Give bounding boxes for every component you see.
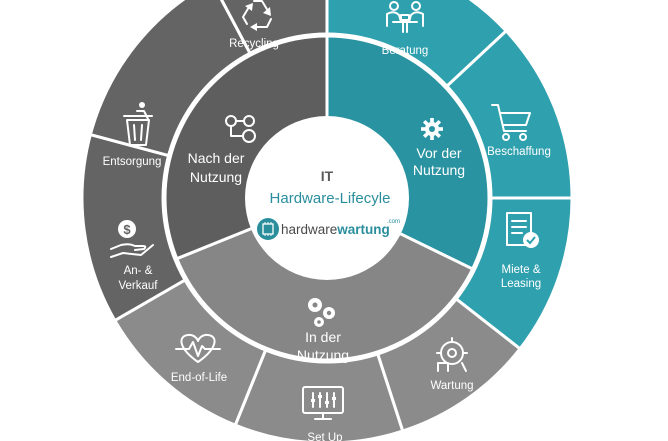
gear-icon bbox=[421, 118, 443, 140]
process-gears-icon bbox=[225, 115, 256, 143]
stage-miete-line1: Miete & bbox=[502, 264, 541, 276]
phase-in-line1: In der bbox=[305, 329, 341, 345]
stage-recycling-label: Recycling bbox=[229, 38, 279, 50]
stage-beschaffung-label: Beschaffung bbox=[487, 146, 551, 158]
logo-text-a: hardware bbox=[281, 222, 337, 237]
phase-nach-line1: Nach der bbox=[188, 150, 245, 166]
meeting-icon bbox=[386, 1, 424, 33]
maintenance-icon bbox=[436, 337, 468, 372]
trash-icon bbox=[123, 102, 153, 146]
stage-miete-line2: Leasing bbox=[501, 278, 541, 290]
phase-vor-line2: Nutzung bbox=[413, 162, 465, 178]
svg-text:$: $ bbox=[123, 222, 131, 237]
stage-wartung-label: Wartung bbox=[430, 380, 473, 392]
center-disc bbox=[245, 116, 409, 280]
stage-setup-label: Set Up bbox=[307, 432, 342, 441]
shopping-cart-icon bbox=[491, 104, 531, 141]
svg-text:hardwarewartung: hardwarewartung bbox=[281, 222, 390, 237]
stage-beratung-label: Beratung bbox=[382, 45, 429, 57]
stage-endoflife-label: End-of-Life bbox=[171, 372, 227, 384]
inner-ring bbox=[161, 32, 493, 364]
ring-divider bbox=[161, 32, 493, 364]
heartbeat-icon bbox=[175, 333, 221, 363]
logo-chip-icon bbox=[257, 218, 279, 240]
contract-icon bbox=[506, 212, 539, 248]
logo-text-b: wartung bbox=[336, 222, 390, 237]
logo-suffix: .com bbox=[387, 219, 400, 225]
monitor-settings-icon bbox=[302, 386, 344, 420]
phase-vor-line1: Vor der bbox=[416, 145, 461, 161]
stage-entsorgung-label: Entsorgung bbox=[103, 156, 162, 168]
hardwarewartung-logo: hardwarewartung .com bbox=[257, 218, 400, 240]
gears-icon bbox=[308, 298, 335, 327]
phase-in-line2: Nutzung bbox=[297, 347, 349, 363]
center-title: IT bbox=[321, 168, 334, 184]
stage-verkauf-line1: An- & bbox=[124, 265, 153, 277]
stage-verkauf-line2: Verkauf bbox=[119, 280, 159, 292]
phase-nach-line2: Nutzung bbox=[190, 169, 242, 185]
money-hand-icon: $ bbox=[110, 220, 154, 258]
center-subtitle: Hardware-Lifecyle bbox=[270, 190, 391, 207]
recycle-icon bbox=[242, 0, 272, 31]
